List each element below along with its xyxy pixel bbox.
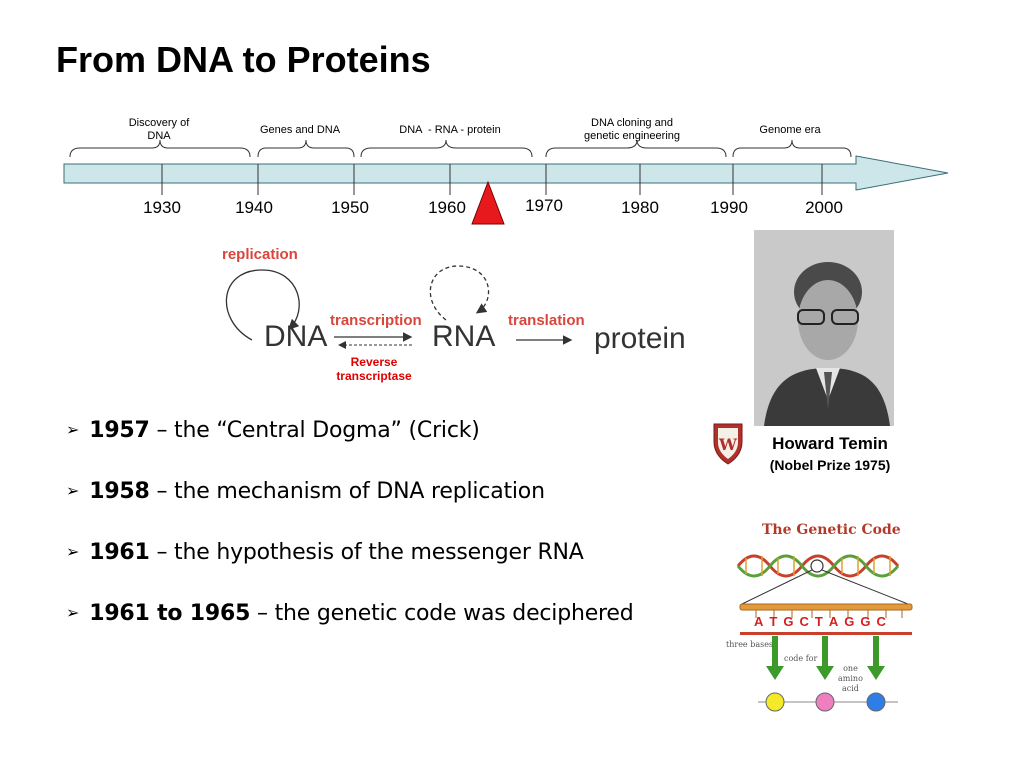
uw-crest-icon: W	[713, 423, 743, 465]
year-label: 1990	[710, 198, 748, 217]
dna-strand-bar	[739, 603, 913, 611]
bullet-year: 1957	[89, 418, 150, 443]
era-brace-1	[69, 139, 251, 158]
base-letter: A	[754, 614, 764, 629]
era-label-genome: Genome era	[759, 124, 821, 136]
dna-helix-strand	[736, 554, 900, 578]
base-letter: G	[783, 614, 794, 629]
code-for-label: code for	[784, 654, 818, 663]
bullet-text: – the hypothesis of the messenger RNA	[149, 540, 584, 565]
dna-label: DNA	[264, 320, 328, 353]
bullet-arrow-icon: ➢	[66, 481, 80, 500]
amino-acid-dot	[815, 692, 835, 712]
rna-label: RNA	[432, 320, 496, 353]
bullet-item: ➢ 1958 – the mechanism of DNA replication	[66, 479, 545, 504]
era-label-dna-rna-protein: DNA - RNA - protein	[399, 124, 501, 136]
svg-text:W: W	[718, 435, 738, 454]
replication-label: replication	[222, 246, 298, 263]
howard-temin-photo	[754, 230, 894, 426]
bullet-text: – the mechanism of DNA replication	[149, 479, 545, 504]
bullet-item: ➢ 1957 – the “Central Dogma” (Crick)	[66, 418, 480, 443]
one-amino-acid-label: one amino acid	[838, 664, 863, 693]
person-prize: (Nobel Prize 1975)	[769, 457, 891, 473]
timeline-bar	[63, 155, 949, 191]
genetic-code-graphic	[736, 554, 913, 712]
era-brace-5	[732, 139, 852, 158]
codon-arrow	[816, 636, 834, 680]
year-label: 1970	[525, 196, 563, 215]
amino-acid-dot	[866, 692, 886, 712]
genetic-code-title: The Genetic Code	[762, 522, 901, 538]
zoom-circle	[810, 559, 824, 573]
bullet-arrow-icon: ➢	[66, 420, 80, 439]
replication-loop-arrow	[225, 269, 300, 341]
year-label: 1980	[621, 198, 659, 217]
year-label: 1940	[235, 198, 273, 217]
three-bases-label: three bases	[726, 640, 774, 649]
transcription-label: transcription	[330, 312, 422, 329]
translation-label: translation	[508, 312, 585, 329]
reverse-transcriptase-label: Reverse transcriptase	[336, 355, 412, 383]
dogma-arrows	[225, 265, 573, 349]
year-label: 1950	[331, 198, 369, 217]
base-letter: A	[828, 614, 839, 629]
codon-bases: A T G C T A G G C	[754, 614, 886, 629]
bullet-item: ➢ 1961 to 1965 – the genetic code was dec…	[66, 601, 634, 626]
base-letter: G	[844, 614, 855, 629]
base-letter: G	[860, 614, 871, 629]
era-label-cloning: DNA cloning and genetic engineering	[583, 117, 681, 142]
base-letter: C	[876, 614, 886, 629]
amino-acid-dot	[765, 692, 785, 712]
bullet-year: 1961	[89, 540, 150, 565]
year-label: 2000	[805, 198, 843, 217]
bullet-arrow-icon: ➢	[66, 603, 80, 622]
bullet-text: – the genetic code was deciphered	[250, 601, 634, 626]
era-brace-4	[545, 139, 727, 158]
bullet-year: 1958	[89, 479, 150, 504]
timeline-marker-triangle	[471, 180, 505, 225]
base-letter: T	[814, 614, 823, 629]
protein-label: protein	[594, 322, 686, 355]
person-name: Howard Temin	[772, 434, 888, 453]
codon-arrow	[867, 636, 885, 680]
bullet-item: ➢ 1961 – the hypothesis of the messenger …	[66, 540, 584, 565]
bullet-arrow-icon: ➢	[66, 542, 80, 561]
slide-title: From DNA to Proteins	[56, 39, 431, 80]
era-brace-2	[257, 139, 355, 158]
base-letter: T	[769, 614, 778, 629]
era-label-discovery: Discovery of DNA	[128, 117, 190, 142]
portrait-silhouette-icon	[754, 230, 894, 426]
dna-helix-strand	[736, 554, 900, 578]
bullet-text: – the “Central Dogma” (Crick)	[149, 418, 480, 443]
year-label: 1960	[428, 198, 466, 217]
codon-arrow	[766, 636, 784, 680]
codon-bar	[740, 632, 912, 635]
rna-loop-arrow	[429, 265, 490, 321]
base-letter: C	[799, 614, 809, 629]
timeline-graphic	[63, 139, 949, 225]
year-label: 1930	[143, 198, 181, 217]
era-brace-3	[360, 139, 533, 158]
bullet-year: 1961 to 1965	[89, 601, 251, 626]
era-label-genes: Genes and DNA	[259, 124, 341, 136]
